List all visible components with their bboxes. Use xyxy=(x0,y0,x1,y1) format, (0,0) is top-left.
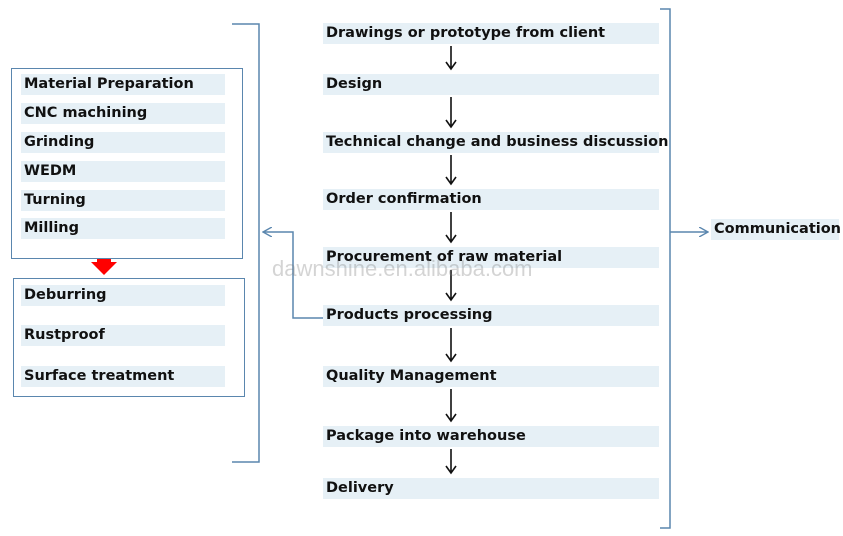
finishing-item: Rustproof xyxy=(21,325,225,346)
flow-down-arrow xyxy=(445,155,457,186)
process-step: Products processing xyxy=(323,305,659,326)
processing-item: Grinding xyxy=(21,132,225,153)
flow-down-arrow xyxy=(445,389,457,423)
processing-item: Milling xyxy=(21,218,225,239)
right-bracket xyxy=(660,8,671,529)
process-step: Order confirmation xyxy=(323,189,659,210)
process-step: Package into warehouse xyxy=(323,426,659,447)
flow-down-arrow xyxy=(445,46,457,71)
flow-down-arrow xyxy=(445,328,457,363)
processing-item: Turning xyxy=(21,190,225,211)
communication-label: Communication xyxy=(711,219,841,240)
finishing-item: Deburring xyxy=(21,285,225,306)
flow-down-arrow xyxy=(445,449,457,475)
process-step: Design xyxy=(323,74,659,95)
process-step: Delivery xyxy=(323,478,659,499)
process-step: Procurement of raw material xyxy=(323,247,659,268)
process-step: Drawings or prototype from client xyxy=(323,23,659,44)
processing-item: CNC machining xyxy=(21,103,225,124)
processing-item: Material Preparation xyxy=(21,74,225,95)
left-bracket xyxy=(232,23,260,463)
flow-down-arrow xyxy=(445,212,457,244)
process-step: Quality Management xyxy=(323,366,659,387)
flow-arrows xyxy=(445,46,457,475)
flow-down-arrow xyxy=(445,97,457,129)
processing-item: WEDM xyxy=(21,161,225,182)
flow-down-arrow xyxy=(445,270,457,302)
processing-link-arrow xyxy=(264,232,323,319)
process-step: Technical change and business discussion xyxy=(323,132,668,153)
watermark-text: dawnshine.en.alibaba.com xyxy=(272,256,533,281)
finishing-item: Surface treatment xyxy=(21,366,225,387)
